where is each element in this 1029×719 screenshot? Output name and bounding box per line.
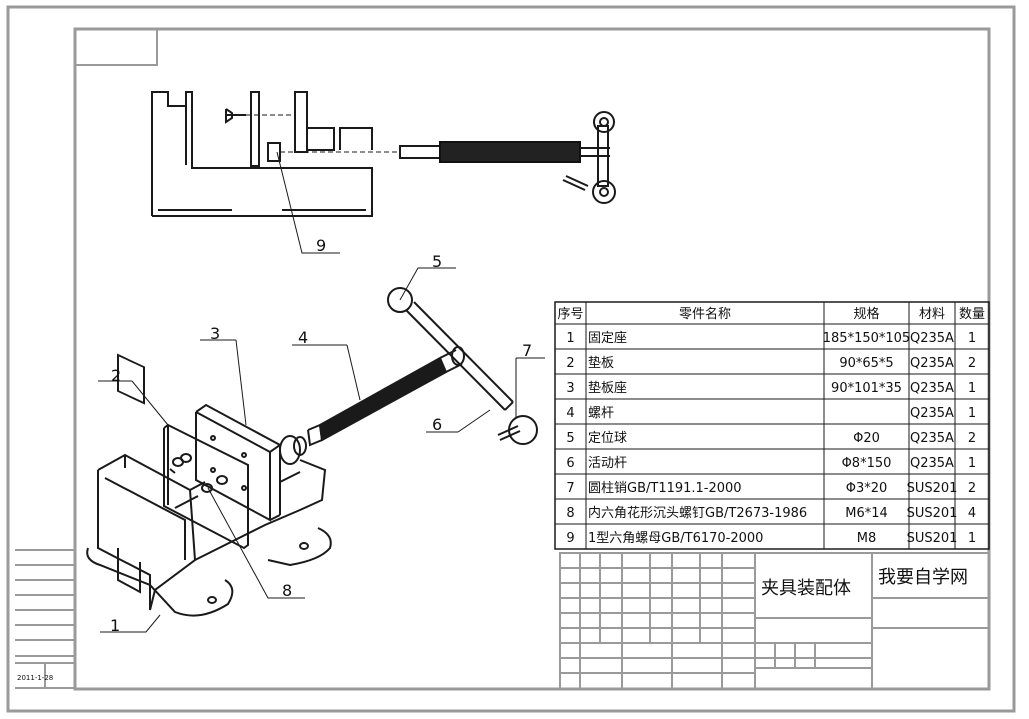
bom-cell: 2 <box>968 481 976 496</box>
bom-cell: 4 <box>566 406 574 421</box>
balloon-2: 2 <box>111 366 121 385</box>
bom-cell: 2 <box>968 356 976 371</box>
iso-fixed-base <box>86 353 332 617</box>
bom-cell: 1 <box>566 331 574 346</box>
bom-cell: Q235A <box>910 356 954 371</box>
bom-cell: Φ8*150 <box>842 456 892 471</box>
side-view-centerline <box>246 114 400 153</box>
bom-cell: 1 <box>968 531 976 546</box>
bom-cell: M8 <box>857 531 877 546</box>
bom-cell: SUS201 <box>907 506 958 521</box>
balloon-labels: 1 2 3 4 5 6 7 8 9 <box>110 236 532 635</box>
bom-cell: Φ3*20 <box>846 481 888 496</box>
bom-cell: 4 <box>968 506 976 521</box>
bom-header-cell: 序号 <box>557 307 583 322</box>
corner-code-box <box>74 28 158 66</box>
bom-header-cell: 规格 <box>853 306 879 322</box>
outer-border <box>6 5 1016 713</box>
bom-cell-name: 定位球 <box>588 431 627 446</box>
balloon-8: 8 <box>282 581 292 600</box>
bom-cell: 7 <box>566 481 574 496</box>
bom-cell: M6*14 <box>845 506 888 521</box>
bom-cell: 1 <box>968 456 976 471</box>
bom-cell: 2 <box>968 431 976 446</box>
balloon-9: 9 <box>316 236 326 255</box>
bom-cell: Q235A <box>910 406 954 421</box>
bom-cell: 90*65*5 <box>839 356 893 371</box>
balloon-6: 6 <box>432 415 442 434</box>
side-view-screw-rod <box>399 111 616 204</box>
bom-cell: Q235A <box>910 456 954 471</box>
balloon-4: 4 <box>298 328 308 347</box>
company-name: 我要自学网 <box>878 567 968 588</box>
balloon-7: 7 <box>522 341 532 360</box>
bom-cell: Q235A <box>910 431 954 446</box>
bom-cell-name: 垫板座 <box>588 380 627 396</box>
drawing-stamp: 2011-1-28 <box>17 674 53 682</box>
bom-cell-name: 固定座 <box>588 331 627 346</box>
bom-header-cell: 零件名称 <box>679 306 731 322</box>
bom-cell: 8 <box>566 506 574 521</box>
bom-cell: 185*150*105 <box>823 331 910 346</box>
bom-cell: Q235A <box>910 331 954 346</box>
iso-screw-rod <box>307 346 465 447</box>
bom-cell: 5 <box>566 431 574 446</box>
bom-cell-name: 螺杆 <box>588 406 614 421</box>
bom-cell-name: 圆柱销GB/T1191.1-2000 <box>588 481 742 496</box>
bom-cell: 1 <box>968 381 976 396</box>
side-strip <box>15 549 75 689</box>
bom-header-cell: 数量 <box>959 307 985 322</box>
title-block <box>559 552 990 690</box>
bom-cell: Q235A <box>910 381 954 396</box>
bom-header-cell: 材料 <box>919 307 945 322</box>
bom-cell: 1 <box>968 406 976 421</box>
bom-cell: 1 <box>968 331 976 346</box>
side-view <box>151 91 373 217</box>
bom-cell: Φ20 <box>853 431 880 446</box>
balloon-5: 5 <box>432 252 442 271</box>
balloon-1: 1 <box>110 616 120 635</box>
bom-cell: 9 <box>566 531 574 546</box>
assembly-name: 夹具装配体 <box>761 578 851 599</box>
bom-cell-name: 1型六角螺母GB/T6170-2000 <box>588 531 763 546</box>
bom-cell: 6 <box>566 456 574 471</box>
balloon-3: 3 <box>210 324 220 343</box>
iso-handle <box>387 287 538 445</box>
bom-cell-name: 内六角花形沉头螺钉GB/T2673-1986 <box>588 505 807 521</box>
bom-border <box>554 301 990 550</box>
bom-cell: SUS201 <box>907 481 958 496</box>
bom-cell-name: 活动杆 <box>588 456 627 471</box>
leader-lines <box>98 151 545 633</box>
bom-cell: 2 <box>566 356 574 371</box>
iso-pad-seat <box>195 403 307 522</box>
bom-cell: 3 <box>566 381 574 396</box>
bom-cell: 90*101*35 <box>831 381 902 396</box>
bom-cell-name: 垫板 <box>588 355 614 371</box>
bom-cell: SUS201 <box>907 531 958 546</box>
